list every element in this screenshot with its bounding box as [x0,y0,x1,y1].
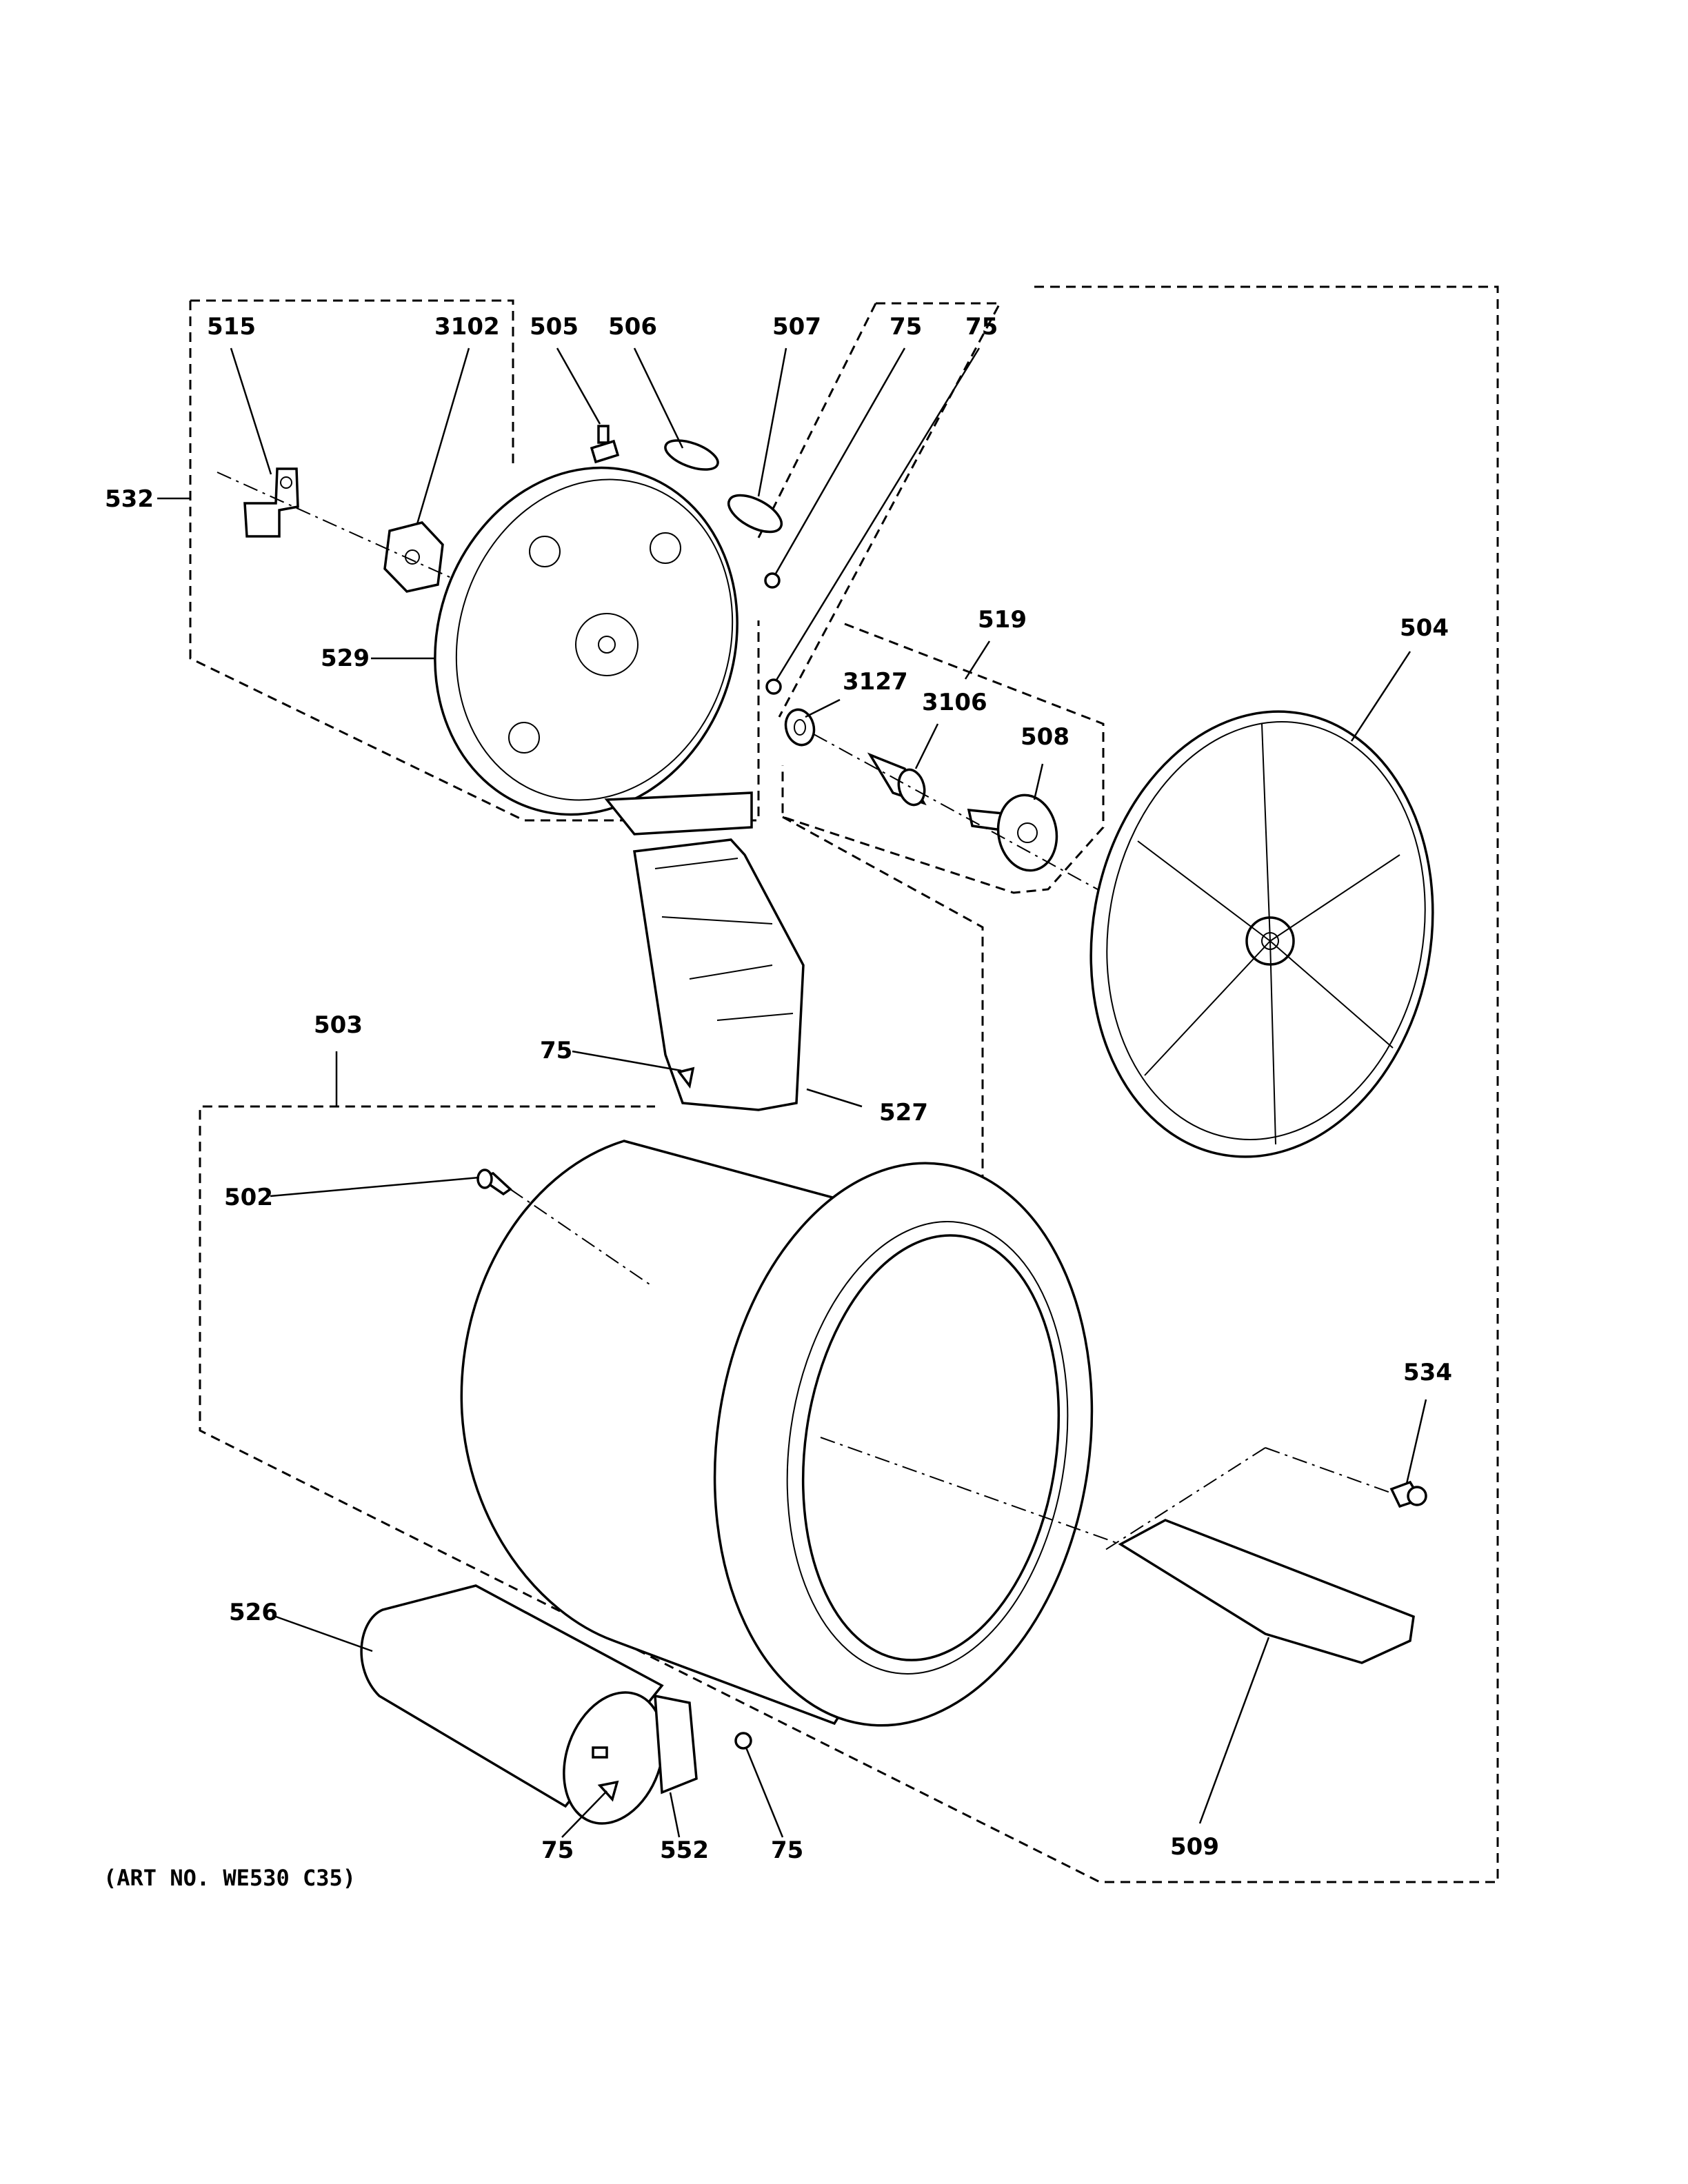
rear-bulkhead-529 [434,466,753,836]
callout-552: 552 [660,1837,709,1864]
callout-75-a: 75 [890,313,922,341]
callout-532: 532 [105,485,154,513]
axis-line-bearing [813,734,1111,897]
axis-line-drum-front [820,1437,1400,1552]
screw-75-upper [764,572,781,589]
callout-505: 505 [530,313,579,341]
thermostat-505 [590,425,620,464]
callout-527: 527 [879,1099,928,1126]
callout-75-e: 75 [771,1837,803,1864]
shaft-508 [967,793,1058,872]
callout-508: 508 [1021,723,1069,751]
callout-labels: 515 3102 505 506 507 75 75 532 529 519 3… [103,313,1452,1891]
lifter-509 [1118,1519,1415,1664]
callout-502: 502 [224,1184,273,1211]
screw-75-duct [677,1066,695,1089]
callout-509: 509 [1170,1833,1219,1861]
plate-3102 [383,521,444,593]
washer-3127 [784,708,816,747]
callout-526: 526 [229,1599,278,1626]
thermistor-507 [727,494,783,534]
art-number: (ART NO. WE530 C35) [103,1865,356,1891]
screw-75-heater-right [734,1732,752,1750]
drum-rear-panel-504 [1089,710,1434,1158]
callout-534: 534 [1403,1359,1452,1386]
screw-75-lower [765,678,782,695]
gasket-506 [664,439,719,471]
screw-534 [1389,1480,1427,1508]
callout-506: 506 [608,313,657,341]
leader-lines [157,347,1427,1838]
callout-504: 504 [1400,614,1449,642]
screw-502 [476,1169,512,1196]
callout-519: 519 [978,606,1027,634]
bracket-515 [243,467,299,538]
callout-515: 515 [207,313,256,341]
bearing-kit-boundary [781,623,1105,894]
outer-drum-group-boundary [199,285,1499,1883]
screw-group-boundary [757,302,1002,718]
callout-75-b: 75 [965,313,998,341]
drum-503 [460,1140,1094,1727]
assembly-boundaries [189,285,1499,1883]
callout-3106: 3106 [922,689,987,716]
callout-503: 503 [314,1011,363,1039]
heater-526 [360,1584,698,1825]
callout-75-d: 75 [541,1837,574,1864]
callout-3102: 3102 [434,313,500,341]
callout-3127: 3127 [843,668,908,696]
duct-527 [632,838,805,1111]
callout-75-c: 75 [540,1037,572,1064]
callout-529: 529 [321,645,370,672]
callout-507: 507 [772,313,821,341]
rear-bulkhead-group-boundary [189,299,760,822]
